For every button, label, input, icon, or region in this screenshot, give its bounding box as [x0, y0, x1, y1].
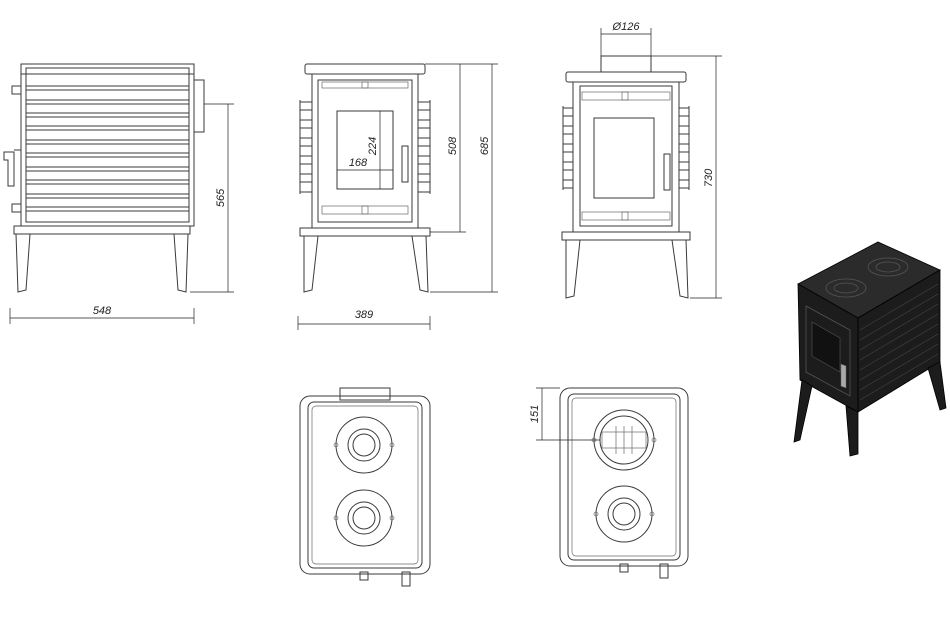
hotplate-bottom	[333, 489, 395, 547]
hotplate-single	[593, 485, 655, 543]
dim-outlet-offset: 151	[529, 405, 541, 423]
dim-height-outlet: 508	[447, 136, 459, 155]
ribs	[26, 85, 189, 212]
outlet-collar	[591, 409, 657, 471]
view-top-hotplates	[299, 387, 431, 587]
view-side-ribbed: 548 565	[3, 63, 234, 324]
stove-render	[793, 241, 947, 457]
dim-front-width: 548	[93, 305, 112, 317]
side-ribs	[299, 100, 431, 194]
dim-side-depth: 389	[355, 309, 373, 321]
view-top-outlet: 151	[529, 387, 689, 579]
dim-total-height-outlet: 730	[703, 168, 715, 187]
dim-front-height: 565	[215, 188, 227, 207]
dim-outlet-diameter: Ø126	[612, 21, 641, 33]
view-front-outlet: Ø126 730	[561, 21, 722, 299]
dim-glass-width: 168	[349, 157, 368, 169]
hotplate-top	[333, 416, 395, 474]
render-ribs	[859, 283, 939, 401]
outlet-view-ribs	[562, 106, 690, 190]
dim-height-total: 685	[479, 136, 491, 155]
view-front-door: 224 168 389 508 685	[297, 63, 498, 330]
dim-glass-height: 224	[367, 137, 379, 156]
